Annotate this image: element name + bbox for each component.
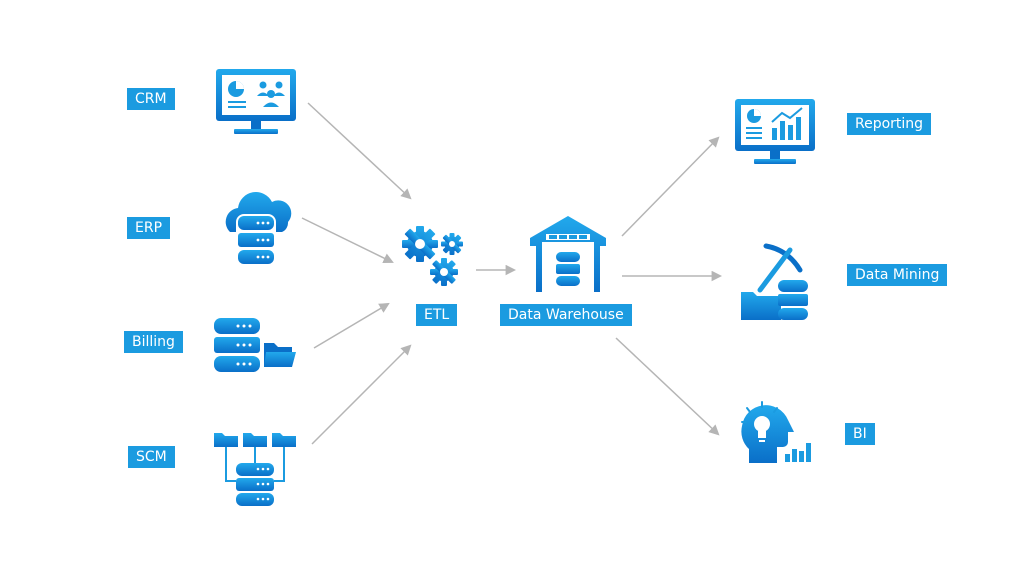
output-label-reporting: Reporting [847, 113, 932, 135]
source-label-erp: ERP [127, 217, 171, 239]
head-lightbulb-icon [741, 401, 811, 463]
arrow-billing-to-etl [313, 302, 390, 349]
arrow-warehouse-to-bi [615, 337, 720, 436]
pickaxe-database-icon [741, 243, 808, 320]
gears-icon [402, 226, 463, 286]
source-label-scm: SCM [128, 446, 175, 468]
cloud-database-icon [225, 192, 292, 266]
warehouse-label: Data Warehouse [500, 304, 632, 326]
source-label-crm: CRM [127, 88, 175, 110]
etl-label: ETL [416, 304, 458, 326]
crm-monitor-icon [216, 69, 296, 134]
arrow-crm-to-etl [307, 102, 412, 200]
output-label-bi: BI [845, 423, 875, 445]
database-folder-icon [214, 318, 296, 372]
arrow-erp-to-etl [301, 217, 394, 264]
source-label-billing: Billing [124, 331, 183, 353]
folders-database-network-icon [214, 433, 296, 506]
arrow-warehouse-to-reporting [621, 136, 720, 237]
output-label-mining: Data Mining [847, 264, 948, 286]
arrow-scm-to-etl [311, 344, 412, 445]
warehouse-database-icon [530, 216, 606, 292]
monitor-chart-icon [735, 99, 815, 164]
flow-arrows [301, 102, 723, 445]
